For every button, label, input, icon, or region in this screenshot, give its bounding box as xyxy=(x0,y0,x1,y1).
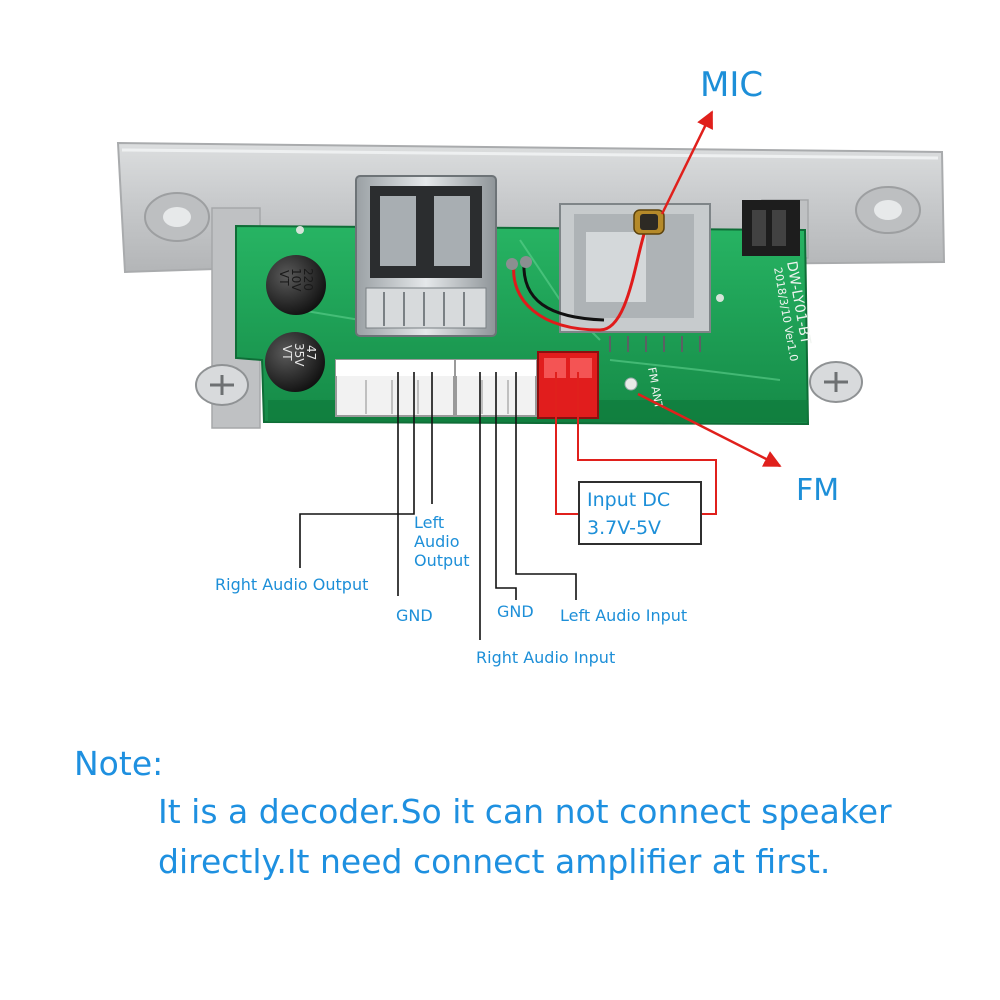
capacitor-220uf: 220 10V VT xyxy=(266,255,326,315)
pin-leaders xyxy=(299,372,577,640)
leader-left-audio-input xyxy=(515,372,577,600)
cap1-label-1: 220 xyxy=(301,268,315,291)
note-title: Note: xyxy=(74,744,164,783)
cap2-label-1: 47 xyxy=(304,345,318,360)
cap1-label-3: VT xyxy=(277,270,291,286)
microphone xyxy=(506,209,665,332)
mic-arrow xyxy=(660,110,714,215)
left-audio-output-label-3: Output xyxy=(414,551,470,570)
mic-label: MIC xyxy=(700,65,763,105)
fm-label: FM xyxy=(796,473,839,508)
note-line-1: It is a decoder.So it can not connect sp… xyxy=(158,792,892,831)
fm-arrow xyxy=(637,392,782,468)
right-audio-output-label: Right Audio Output xyxy=(215,575,368,594)
screw-left xyxy=(195,364,249,406)
audio-output-connector xyxy=(335,359,455,417)
pin-header xyxy=(742,200,800,256)
input-dc-label: Input DC xyxy=(587,489,670,511)
power-leader-right xyxy=(577,372,717,515)
cap1-label-2: 10V xyxy=(289,268,303,292)
mount-hole-left xyxy=(163,207,191,227)
leader-right-audio-output xyxy=(299,372,415,568)
gnd-input-label: GND xyxy=(497,602,534,621)
input-dc-voltage: 3.7V-5V xyxy=(587,517,661,539)
cap2-label-3: VT xyxy=(280,345,294,361)
cap2-label-2: 35V xyxy=(292,343,306,367)
right-audio-input-label: Right Audio Input xyxy=(476,648,615,667)
gnd-output-label: GND xyxy=(396,606,433,625)
power-connector xyxy=(537,351,599,419)
leader-gnd-input xyxy=(495,372,517,600)
left-audio-output-label-2: Audio xyxy=(414,532,459,551)
mount-hole-right xyxy=(874,200,902,220)
fm-antenna-pad xyxy=(624,377,638,391)
input-dc-box xyxy=(578,481,702,545)
left-audio-output-label-1: Left xyxy=(414,513,444,532)
usb-port xyxy=(355,175,497,337)
screw-right xyxy=(809,361,863,403)
capacitor-47uf: 47 35V VT xyxy=(265,332,325,392)
left-audio-input-label: Left Audio Input xyxy=(560,606,687,625)
note-line-2: directly.It need connect amplifier at fi… xyxy=(158,842,831,881)
power-leader-left xyxy=(555,372,580,515)
